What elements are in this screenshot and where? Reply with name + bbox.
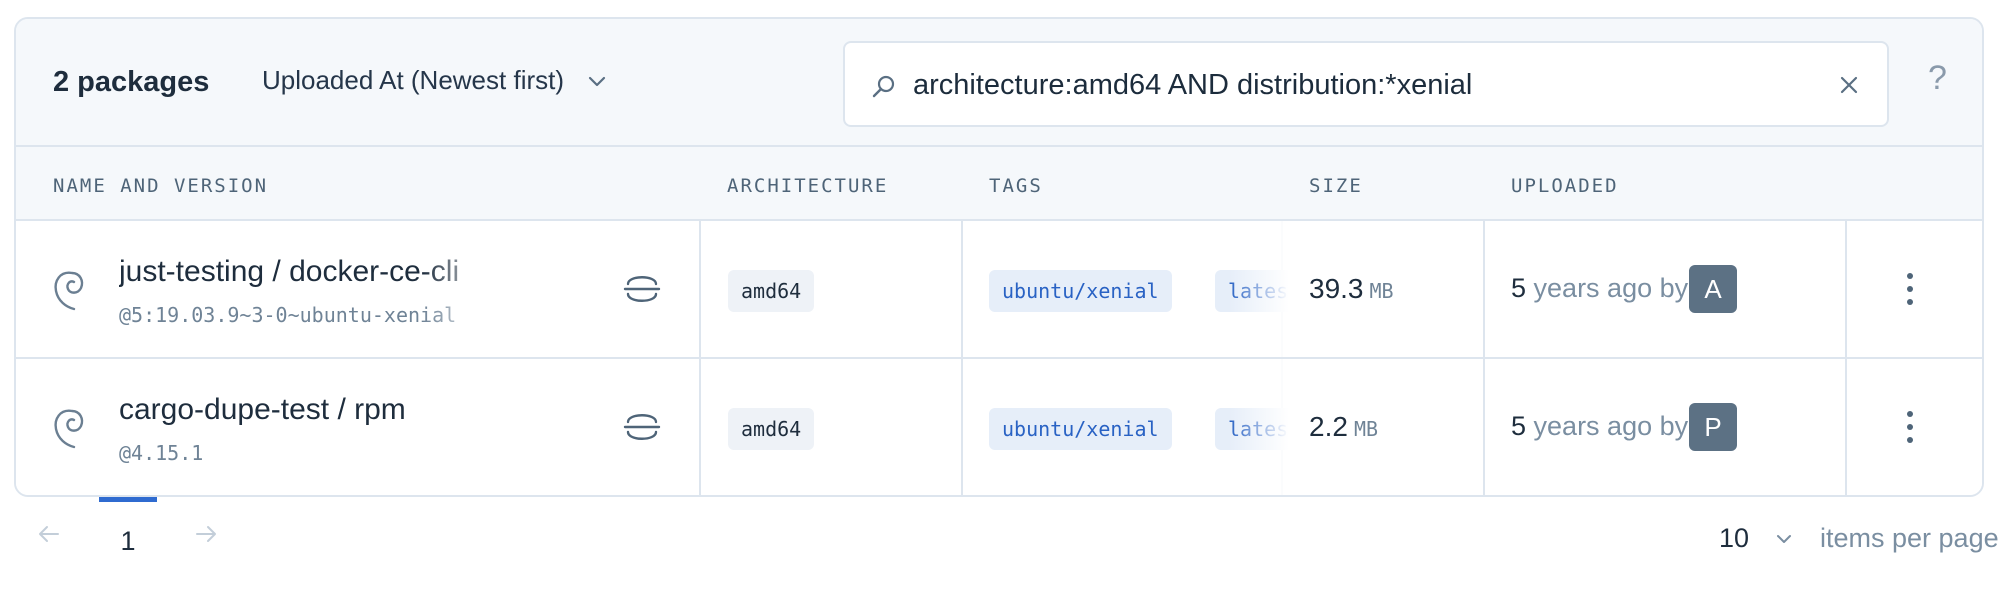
size-unit: MB bbox=[1353, 417, 1379, 441]
arrow-right-icon[interactable] bbox=[193, 521, 219, 547]
page-number: 1 bbox=[120, 526, 136, 556]
size-unit: MB bbox=[1369, 279, 1394, 303]
arrow-left-icon[interactable] bbox=[36, 521, 62, 547]
packages-card: 2 packages Uploaded At (Newest first) ar… bbox=[14, 17, 1984, 497]
divider bbox=[1845, 359, 1847, 495]
avatar[interactable]: P bbox=[1689, 403, 1737, 451]
chevron-down-icon bbox=[588, 76, 606, 86]
search-box[interactable]: architecture:amd64 AND distribution:*xen… bbox=[843, 41, 1889, 127]
per-page-label: items per page bbox=[1820, 523, 1999, 553]
uploaded-years: 5 bbox=[1511, 273, 1527, 303]
uploaded-years: 5 bbox=[1511, 411, 1527, 441]
kebab-menu-icon[interactable] bbox=[1906, 409, 1914, 445]
toolbar: 2 packages Uploaded At (Newest first) ar… bbox=[16, 19, 1982, 147]
tag-chip[interactable]: ubuntu/xenial bbox=[989, 270, 1172, 312]
table-header: NAME AND VERSION ARCHITECTURE TAGS SIZE … bbox=[16, 147, 1982, 221]
uploaded-text: 5 years ago by bbox=[1511, 411, 1688, 442]
package-name[interactable]: cargo-dupe-test / rpm bbox=[119, 393, 406, 426]
divider bbox=[1483, 221, 1485, 357]
divider bbox=[961, 221, 963, 357]
uploaded-text: 5 years ago by bbox=[1511, 273, 1688, 304]
debian-swirl-icon bbox=[54, 409, 84, 449]
table-row[interactable]: cargo-dupe-test / rpm @4.15.1 amd64 ubun… bbox=[16, 359, 1982, 495]
size-number: 2.2 bbox=[1309, 411, 1348, 442]
size-number: 39.3 bbox=[1309, 273, 1364, 304]
sort-label: Uploaded At (Newest first) bbox=[262, 65, 565, 95]
package-format-icon[interactable] bbox=[623, 409, 661, 445]
table-row[interactable]: just-testing / docker-ce-cli @5:19.03.9~… bbox=[16, 221, 1982, 359]
architecture-badge: amd64 bbox=[728, 408, 815, 450]
divider bbox=[699, 221, 701, 357]
divider bbox=[1845, 221, 1847, 357]
search-input[interactable]: architecture:amd64 AND distribution:*xen… bbox=[913, 69, 1473, 101]
column-name: NAME AND VERSION bbox=[53, 175, 269, 197]
divider bbox=[961, 359, 963, 495]
tag-chip[interactable]: ubuntu/xenial bbox=[989, 408, 1172, 450]
uploaded-label: years ago by bbox=[1526, 273, 1689, 303]
kebab-menu-icon[interactable] bbox=[1906, 271, 1914, 307]
divider bbox=[1483, 359, 1485, 495]
avatar[interactable]: A bbox=[1689, 265, 1737, 313]
package-version: @4.15.1 bbox=[119, 441, 204, 465]
pagination: 1 10 items per page bbox=[0, 497, 2004, 602]
column-uploaded: UPLOADED bbox=[1511, 175, 1619, 197]
per-page-value: 10 bbox=[1719, 523, 1750, 553]
column-architecture: ARCHITECTURE bbox=[727, 175, 889, 197]
package-count: 2 packages bbox=[53, 66, 210, 98]
package-name[interactable]: just-testing / docker-ce-cli bbox=[119, 255, 460, 288]
sort-dropdown[interactable]: Uploaded At (Newest first) bbox=[262, 65, 608, 96]
help-button[interactable]: ? bbox=[1928, 59, 1947, 97]
divider bbox=[699, 359, 701, 495]
per-page-select[interactable]: 10 bbox=[1719, 523, 1793, 554]
package-version: @5:19.03.9~3-0~ubuntu-xenial bbox=[119, 303, 457, 327]
search-icon bbox=[872, 75, 895, 98]
page-button-current[interactable]: 1 bbox=[99, 497, 157, 557]
chevron-down-icon bbox=[1777, 534, 1792, 543]
column-size: SIZE bbox=[1309, 175, 1363, 197]
debian-swirl-icon bbox=[54, 271, 84, 311]
tags-cell: ubuntu/xenial latest bbox=[989, 359, 1289, 495]
overflow-fade bbox=[1229, 359, 1289, 495]
close-icon[interactable] bbox=[1837, 73, 1861, 97]
column-tags: TAGS bbox=[989, 175, 1043, 197]
uploaded-label: years ago by bbox=[1526, 411, 1689, 441]
overflow-fade bbox=[1229, 221, 1289, 357]
package-format-icon[interactable] bbox=[623, 271, 661, 307]
tags-cell: ubuntu/xenial latest bbox=[989, 221, 1289, 357]
architecture-badge: amd64 bbox=[728, 270, 815, 312]
